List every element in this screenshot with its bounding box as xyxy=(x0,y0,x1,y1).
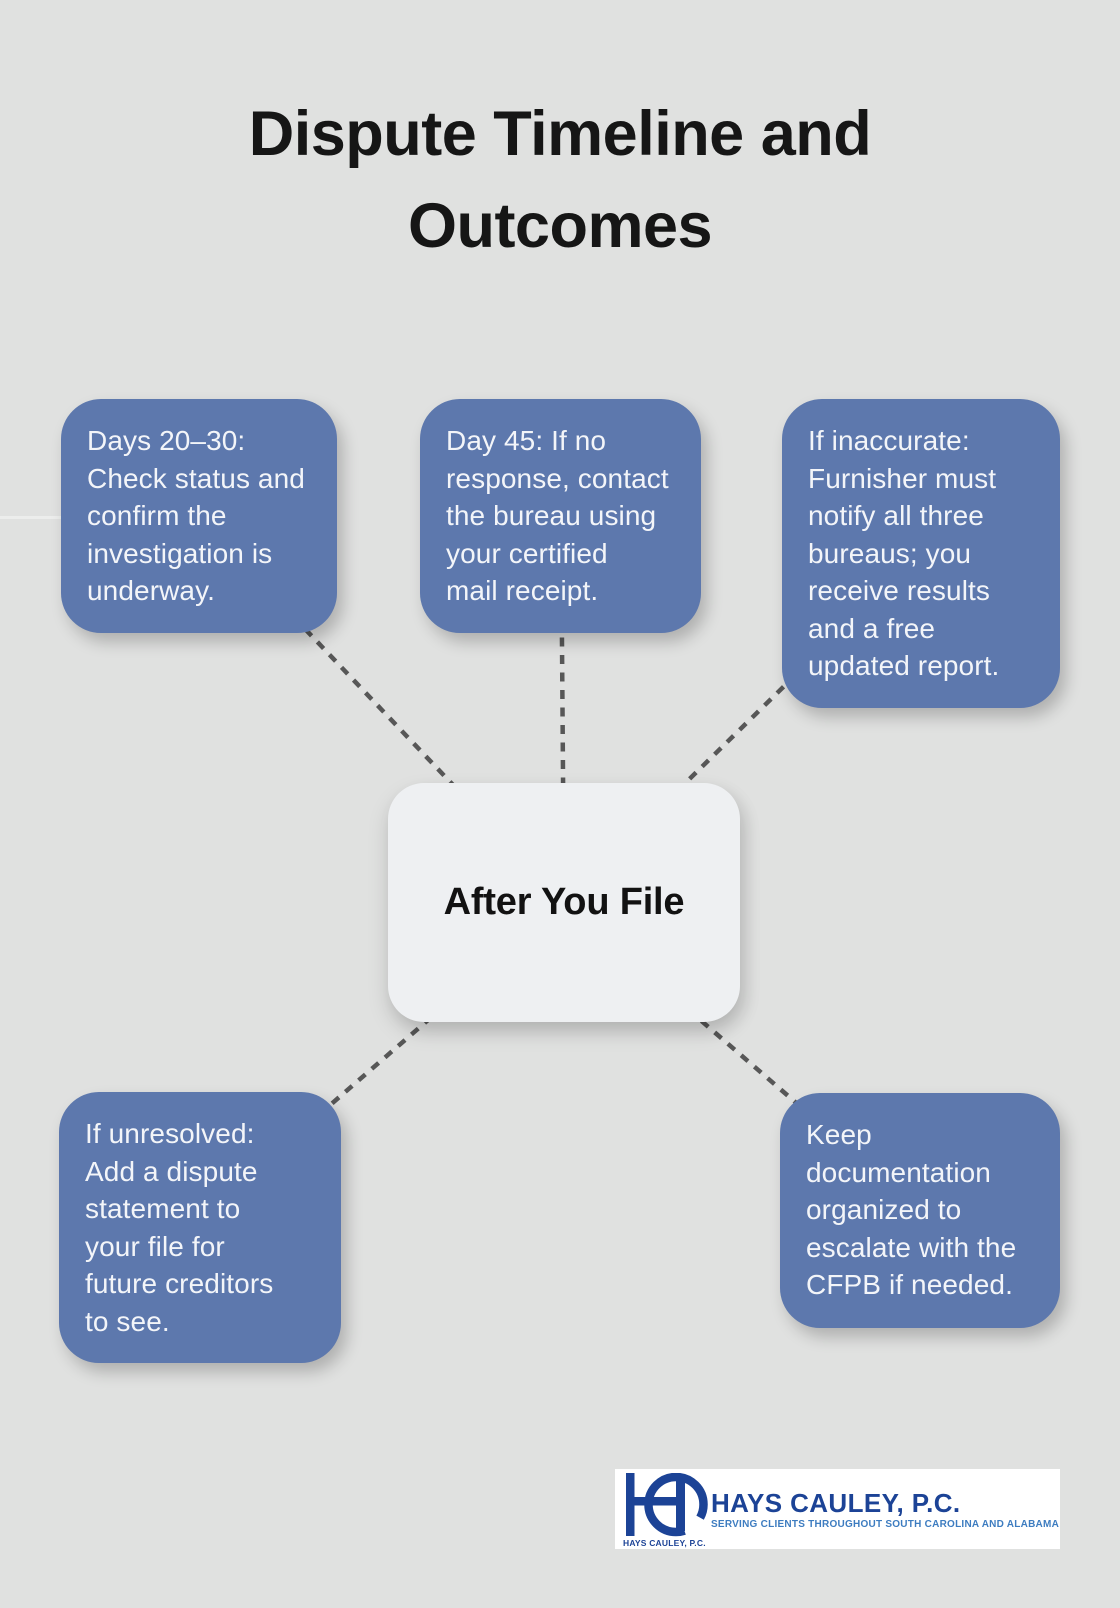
logo-small-name: HAYS CAULEY, P.C. xyxy=(623,1538,706,1548)
node-top-left: Days 20–30: Check status and confirm the… xyxy=(61,399,337,633)
node-top-right-text: If inaccurate: Furnisher must notify all… xyxy=(808,425,1000,681)
node-bottom-right-text: Keep documentation organized to escalate… xyxy=(806,1119,1017,1300)
node-top-right: If inaccurate: Furnisher must notify all… xyxy=(782,399,1060,708)
logo-firm-name: HAYS CAULEY, P.C. xyxy=(711,1488,961,1518)
left-edge-rule xyxy=(0,516,61,519)
logo-tagline: SERVING CLIENTS THROUGHOUT SOUTH CAROLIN… xyxy=(711,1519,1060,1530)
hc-monogram-icon xyxy=(626,1473,708,1537)
center-node-label: After You File xyxy=(443,881,685,923)
node-top-left-text: Days 20–30: Check status and confirm the… xyxy=(87,425,305,606)
connector-top-right xyxy=(562,550,923,904)
logo-text-column: HAYS CAULEY, P.C. SERVING CLIENTS THROUG… xyxy=(711,1469,1060,1531)
node-bottom-right: Keep documentation organized to escalate… xyxy=(780,1093,1060,1328)
logo-card: HAYS CAULEY, P.C. HAYS CAULEY, P.C. SERV… xyxy=(615,1469,1060,1549)
node-top-center-text: Day 45: If no response, contact the bure… xyxy=(446,425,669,606)
node-bottom-left-text: If unresolved: Add a dispute statement t… xyxy=(85,1118,274,1337)
node-bottom-left: If unresolved: Add a dispute statement t… xyxy=(59,1092,341,1363)
page-title: Dispute Timeline and Outcomes xyxy=(248,99,872,261)
center-node: After You File xyxy=(388,783,740,1022)
node-top-center: Day 45: If no response, contact the bure… xyxy=(420,399,701,633)
logo-monogram-wrap: HAYS CAULEY, P.C. xyxy=(615,1469,711,1549)
